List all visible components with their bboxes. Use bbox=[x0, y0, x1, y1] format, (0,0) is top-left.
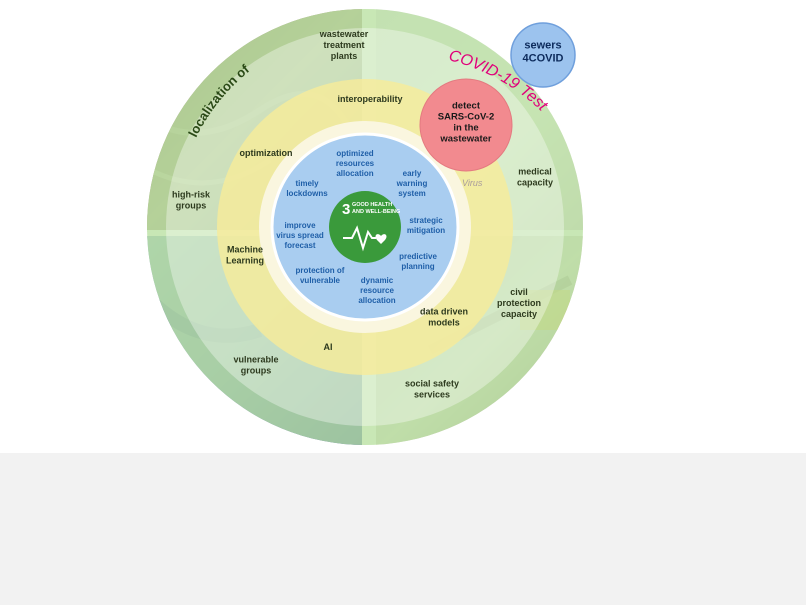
photo-virus-text: Virus bbox=[462, 178, 483, 188]
middle-label-ai: AI bbox=[324, 342, 333, 352]
sdg-number: 3 bbox=[342, 201, 350, 218]
heartbeat-icon bbox=[343, 225, 376, 252]
empty-lower-area bbox=[0, 453, 806, 605]
middle-label-interoperability: interoperability bbox=[337, 94, 402, 104]
middle-label-optimization: optimization bbox=[240, 148, 293, 158]
heart-icon bbox=[375, 234, 387, 244]
